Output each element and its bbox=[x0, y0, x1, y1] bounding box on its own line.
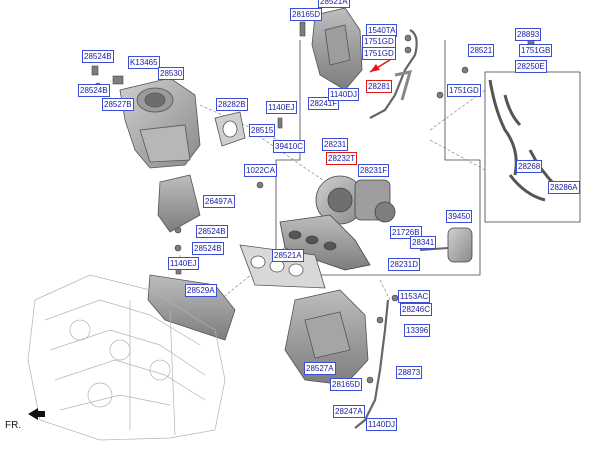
callout-1751GD-b: 1751GD bbox=[362, 47, 396, 60]
catalytic-converter-part bbox=[119, 77, 201, 169]
wastegate-actuator-part bbox=[419, 227, 473, 263]
callout-28524B-l: 28524B bbox=[78, 84, 110, 97]
callout-1751GD-r: 1751GD bbox=[447, 84, 481, 97]
callout-28246C: 28246C bbox=[400, 303, 433, 316]
callout-28281: 28281 bbox=[366, 80, 393, 93]
callout-K13465: K13465 bbox=[128, 56, 160, 69]
turbocharger-part bbox=[315, 175, 396, 225]
callout-28515: 28515 bbox=[249, 124, 276, 137]
callout-28527B: 28527B bbox=[102, 98, 134, 111]
callout-28247A: 28247A bbox=[333, 405, 365, 418]
callout-28873: 28873 bbox=[396, 366, 423, 379]
callout-28231: 28231 bbox=[322, 138, 349, 151]
callout-28268: 28268 bbox=[516, 160, 543, 173]
callout-28231D: 28231D bbox=[388, 258, 421, 271]
callout-13396: 13396 bbox=[404, 324, 431, 337]
callout-1140EJ-b: 1140EJ bbox=[168, 257, 199, 270]
callout-1140EJ-a: 1140EJ bbox=[266, 101, 297, 114]
gasket-plate-part bbox=[214, 111, 246, 147]
callout-28893: 28893 bbox=[515, 28, 542, 41]
callout-28282B: 28282B bbox=[216, 98, 248, 111]
callout-28524B-m2: 28524B bbox=[192, 242, 224, 255]
callout-28521A: 28521A bbox=[272, 249, 304, 262]
callout-26497A: 26497A bbox=[203, 195, 235, 208]
highlight-arrowhead bbox=[370, 64, 380, 72]
callout-1140DJ-b: 1140DJ bbox=[366, 418, 397, 431]
callout-1022CA: 1022CA bbox=[244, 164, 277, 177]
callout-28341: 28341 bbox=[410, 236, 437, 249]
callout-28527A: 28527A bbox=[304, 362, 336, 375]
manifold-gasket-part bbox=[239, 244, 326, 289]
front-orientation-label: FR. bbox=[5, 420, 22, 431]
callout-28231F: 28231F bbox=[358, 164, 390, 177]
callout-1751GB: 1751GB bbox=[519, 44, 553, 57]
callout-28529A: 28529A bbox=[185, 284, 217, 297]
callout-28165D-b: 28165D bbox=[330, 378, 363, 391]
callout-28165D: 28165D bbox=[290, 8, 323, 21]
callout-39410C: 39410C bbox=[273, 140, 306, 153]
shield-bracket-part bbox=[157, 174, 201, 233]
turbo-heat-shield-part bbox=[311, 7, 363, 91]
callout-39450: 39450 bbox=[446, 210, 473, 223]
callout-1153AC: 1153AC bbox=[398, 290, 431, 303]
callout-28521: 28521 bbox=[468, 44, 495, 57]
front-direction-arrow-icon bbox=[28, 408, 45, 420]
callout-28250E: 28250E bbox=[515, 60, 547, 73]
callout-28232T: 28232T bbox=[326, 152, 358, 165]
callout-28286A: 28286A bbox=[548, 181, 580, 194]
engine-block-outline bbox=[27, 274, 226, 441]
callout-21726B: 21726B bbox=[390, 226, 422, 239]
callout-1140DJ-a: 1140DJ bbox=[328, 88, 359, 101]
oil-feed-pipe-part bbox=[369, 29, 418, 119]
callout-28524B-m: 28524B bbox=[196, 225, 228, 238]
callout-28524B-tl: 28524B bbox=[82, 50, 114, 63]
manifold-heat-shield-part bbox=[284, 289, 369, 386]
oil-return-pipe-part bbox=[354, 299, 390, 429]
callout-28530: 28530 bbox=[158, 67, 185, 80]
callout-28521A-top: 28521A bbox=[318, 0, 350, 8]
